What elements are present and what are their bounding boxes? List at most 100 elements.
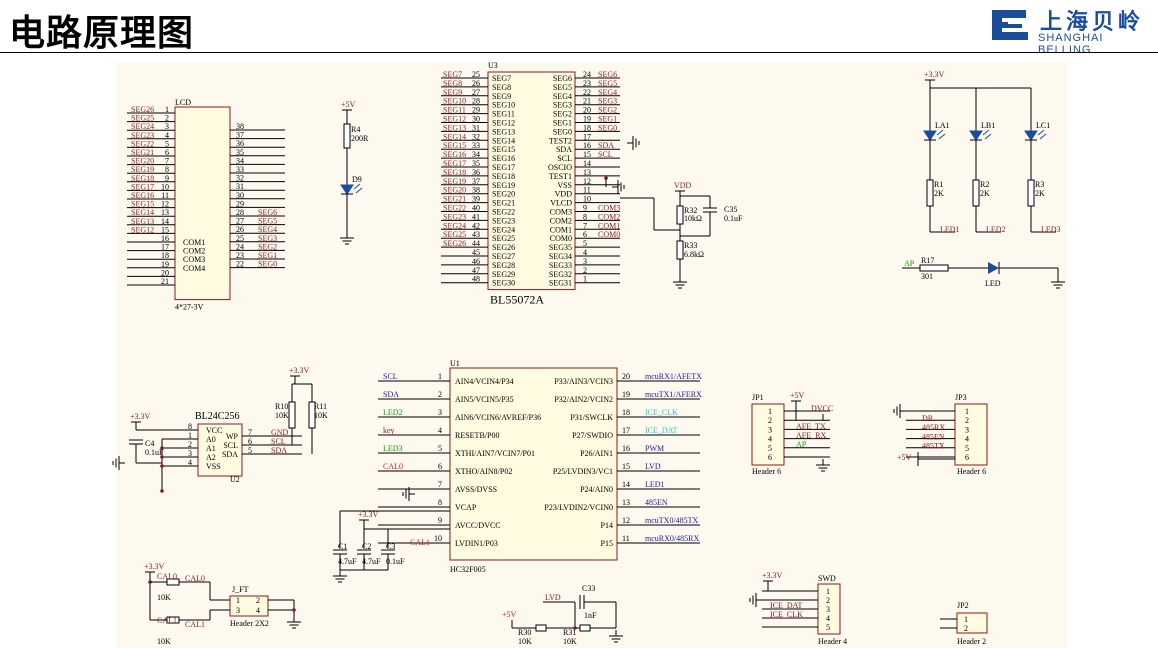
- u3-pin-number: 31: [472, 123, 480, 132]
- u1-cap-ref: C3: [386, 542, 395, 551]
- u1-pin-number: 13: [622, 498, 630, 507]
- u3-pin-number: 35: [472, 159, 480, 168]
- u1-net-label: LED3: [383, 444, 403, 453]
- lvd-supply-label: +5V: [502, 610, 517, 619]
- u1-ref: U1: [450, 359, 460, 368]
- u3-pin-number: 48: [472, 275, 480, 284]
- lcd-pin-number: 9: [165, 174, 169, 183]
- u3-pin-name: SEG23: [492, 216, 515, 225]
- jp1-pin-number: 6: [768, 453, 772, 462]
- u3-pin-name: SEG27: [492, 252, 515, 261]
- brand-logo: 上海贝岭 SHANGHAI BELLING: [988, 4, 1154, 56]
- u3-pin-name: SEG34: [549, 252, 572, 261]
- u1-pin-name: AIN5/VCIN5/P35: [455, 395, 514, 404]
- vlcd-r33-val: 6.8kΩ: [684, 250, 704, 259]
- ap-led-icon: [988, 262, 999, 274]
- u3-pin-number: 8: [583, 212, 587, 221]
- lcd-pin-number: 10: [161, 182, 169, 191]
- u3-pin-number: 25: [472, 70, 480, 79]
- u3-pin-number: 32: [472, 132, 480, 141]
- lcd-net-label: SEG4: [258, 225, 277, 234]
- junction-dot: [160, 446, 164, 450]
- lcd-pin-number: 32: [236, 174, 244, 183]
- jp1-net-label: AFE_TX: [796, 422, 826, 431]
- lcd-pin-number: 19: [161, 260, 169, 269]
- lcd-pin-number: 33: [236, 165, 244, 174]
- lcd-pin-number: 29: [236, 199, 244, 208]
- u3-pin-name: SEG20: [492, 190, 515, 199]
- u1-pin-number: 1: [438, 372, 442, 381]
- led-lb1-icon: [969, 130, 983, 141]
- lcd-pin-number: 6: [165, 148, 169, 157]
- u1-pin-number: 5: [438, 444, 442, 453]
- u1-net-label: mcuTX1/AFERX: [645, 390, 702, 399]
- jp2-pin-number: 2: [964, 624, 968, 633]
- u3-pin-number: 41: [472, 212, 480, 221]
- u3-pin-number: 10: [583, 195, 591, 204]
- jft-pin-number: 4: [256, 606, 260, 615]
- u1-pin-name: AVSS/DVSS: [455, 485, 497, 494]
- lcd-net-label: SEG24: [131, 122, 154, 131]
- eeprom-pin-name: VCC: [206, 426, 222, 435]
- u1-pin-name: P27/SWDIO: [572, 431, 613, 440]
- eeprom-part: BL24C256: [195, 411, 239, 422]
- u3-net-label: COM0: [598, 230, 620, 239]
- u3-pin-name: SEG9: [492, 92, 511, 101]
- u3-net-label: SEG26: [443, 239, 466, 248]
- junction-dot: [160, 464, 164, 468]
- eeprom-pin-name: WP: [226, 432, 239, 441]
- ap-net-label: AP: [904, 259, 915, 268]
- u1-pin-number: 3: [438, 408, 442, 417]
- u3-net-label: SEG10: [443, 97, 466, 106]
- u1-cap-val: 4.7uF: [362, 557, 381, 566]
- u1-cal1-label: CAL1: [410, 538, 430, 547]
- lcd-pin-number: 5: [165, 139, 169, 148]
- u1-net-label: CAL0: [383, 462, 403, 471]
- jp3-net-label: 485TX: [922, 442, 945, 451]
- lvd-cap-ref: C33: [582, 584, 595, 593]
- u3-net-label: SEG23: [443, 212, 466, 221]
- u3-pin-number: 5: [583, 239, 587, 248]
- led-res-ref: R3: [1035, 180, 1044, 189]
- lcd-pin-number: 1: [165, 105, 169, 114]
- lcd-pin-number: 25: [236, 234, 244, 243]
- vlcd-r33-ref: R33: [684, 241, 697, 250]
- u3-pin-name: SEG33: [549, 261, 572, 270]
- u3-pin-name: VSS: [557, 181, 572, 190]
- lcd-net-label: SEG2: [258, 242, 277, 251]
- eeprom-supply-label: +3.3V: [130, 412, 151, 421]
- u3-pin-name: COM2: [550, 216, 572, 225]
- lcd-pin-number: 26: [236, 225, 244, 234]
- u1-pin-name: AVCC/DVCC: [455, 521, 501, 530]
- lcd-pin-number: 35: [236, 148, 244, 157]
- u3-pin-name: SEG10: [492, 101, 515, 110]
- lcd-net-label: SEG0: [258, 260, 277, 269]
- u3-pin-name: COM3: [550, 208, 572, 217]
- eeprom-pin-name: A2: [206, 453, 216, 462]
- u3-pin-name: SEG8: [492, 83, 511, 92]
- jp1-ref: JP1: [752, 393, 764, 402]
- jp3-ref: JP3: [955, 393, 967, 402]
- lcd-com-label: COM2: [183, 247, 205, 256]
- u1-net-label: LED1: [645, 480, 665, 489]
- u3-net-label: SEG19: [443, 177, 466, 186]
- jp1-pin-number: 3: [768, 425, 772, 434]
- u3-pin-name: SEG19: [492, 181, 515, 190]
- u3-pin-name: SEG4: [553, 92, 572, 101]
- u3-pin-name: SEG15: [492, 145, 515, 154]
- d9-res-val: 200R: [351, 134, 369, 143]
- lcd-pin-number: 15: [161, 225, 169, 234]
- u3-pin-name: SEG18: [492, 172, 515, 181]
- lcd-pin-number: 8: [165, 165, 169, 174]
- u3-pin-number: 40: [472, 204, 480, 213]
- u3-pin-number: 34: [472, 150, 480, 159]
- jp1-net-label: DVCC: [811, 404, 833, 413]
- ap-resistor: [919, 264, 949, 272]
- eeprom-cap-ref: C4: [145, 439, 154, 448]
- logo-chinese-name: 上海贝岭: [1040, 10, 1145, 35]
- lcd-net-label: SEG22: [131, 139, 154, 148]
- lcd-pin-number: 4: [165, 131, 169, 140]
- u3-pin-number: 37: [472, 177, 480, 186]
- jp2-part: Header 2: [957, 637, 986, 646]
- lvd-cap-val: 1nF: [584, 611, 597, 620]
